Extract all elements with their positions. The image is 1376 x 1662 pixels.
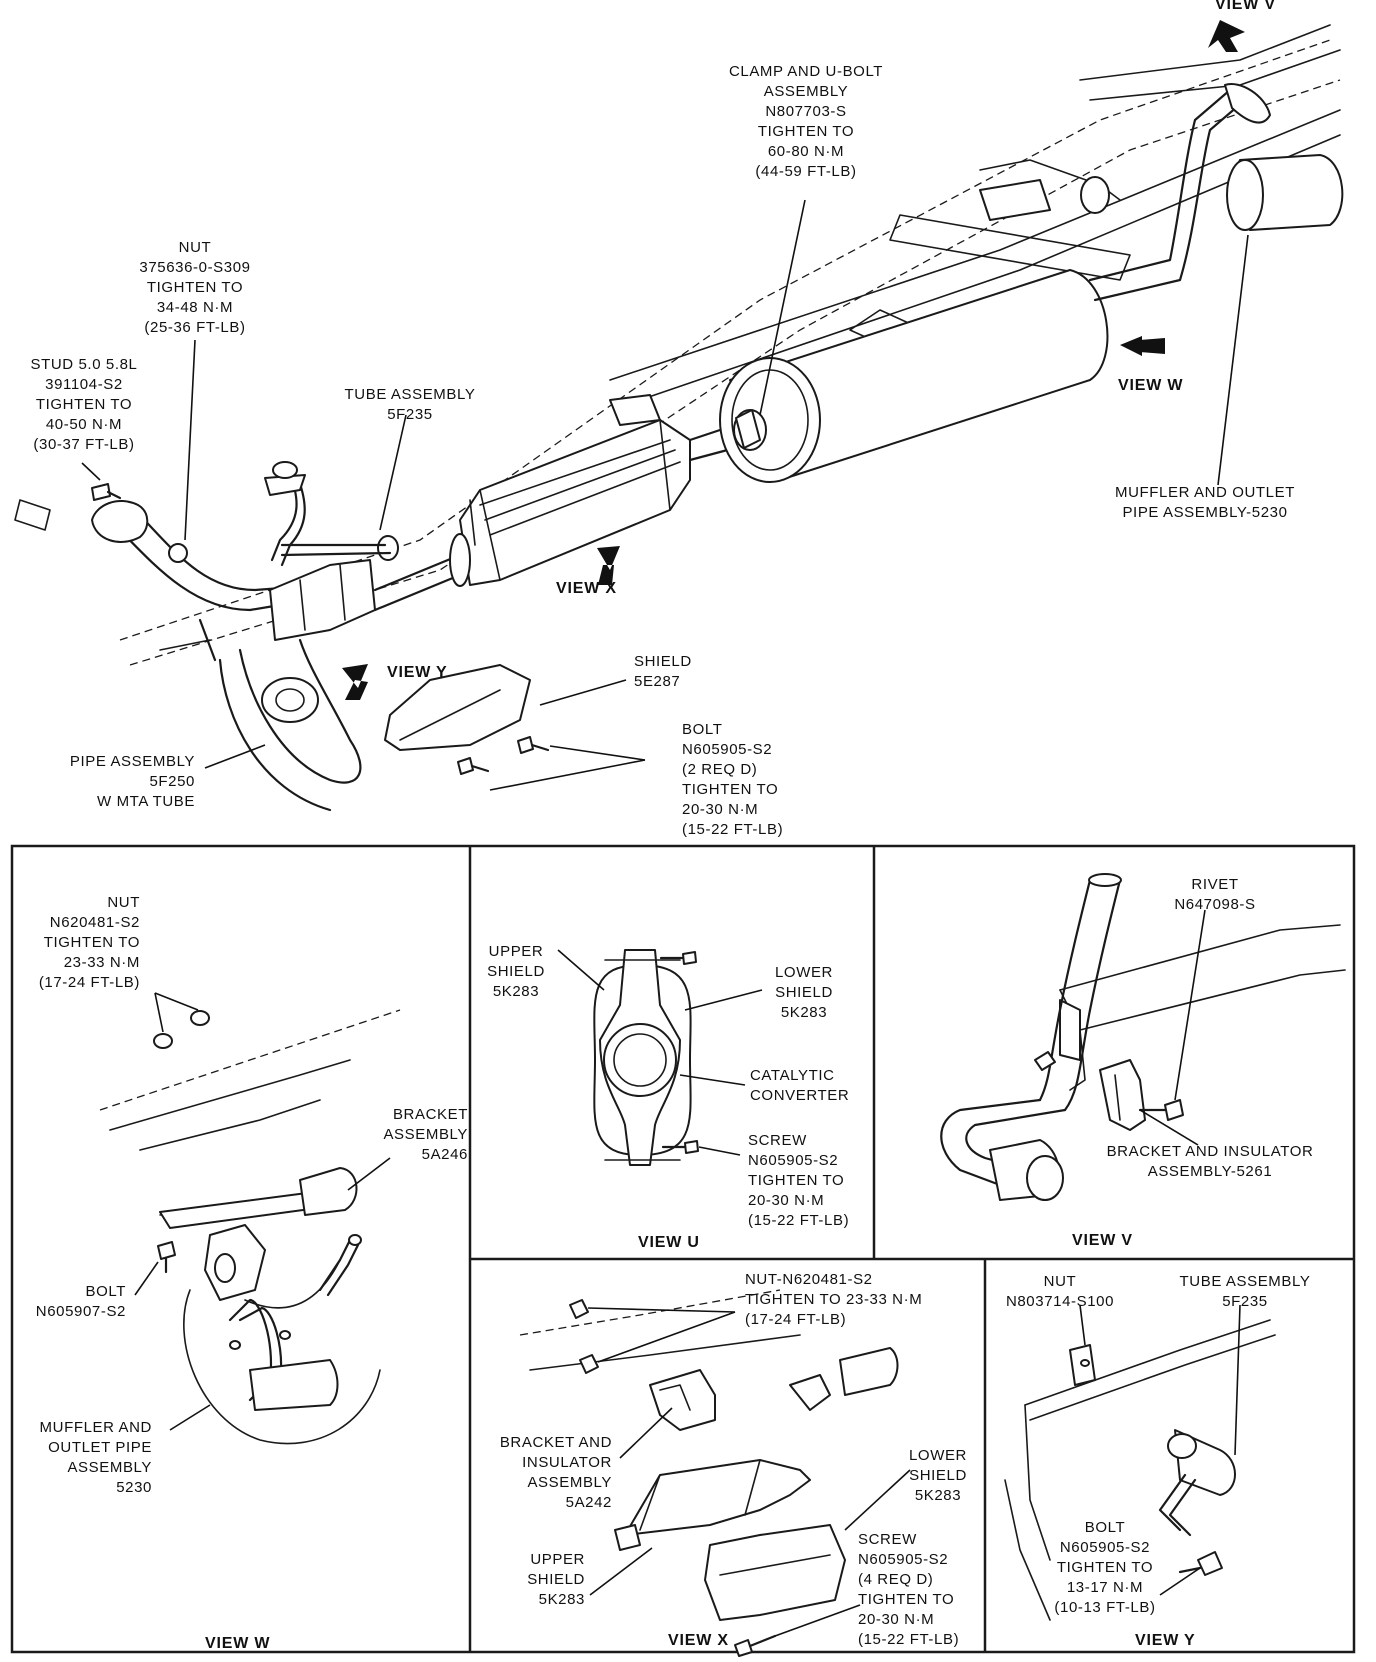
tube-assembly-5f235 <box>264 461 392 567</box>
shield-label: SHIELD 5E287 <box>634 653 692 690</box>
view-w-nut-label: NUT N620481-S2 TIGHTEN TO 23-33 N·m (17-… <box>38 894 140 991</box>
muffler-body <box>719 83 1344 483</box>
view-w-muffler-label: MUFFLER AND OUTLET PIPE ASSEMBLY 5230 <box>39 1419 152 1496</box>
view-v-caption: VIEW V <box>1072 1232 1133 1249</box>
view-y-caption: VIEW Y <box>1135 1632 1196 1649</box>
clamp-ubolt-label: CLAMP AND U-BOLT ASSEMBLY N807703-S TIGH… <box>728 63 884 180</box>
view-w-bracket-label: BRACKET ASSEMBLY 5A246 <box>383 1106 468 1163</box>
view-y-nut-label: NUT N803714-S100 <box>1005 1273 1115 1310</box>
view-w-arrow-icon <box>1120 336 1165 356</box>
front-catalytic-converter <box>269 535 462 641</box>
view-x-screw-label: SCREW N605905-S2 (4 REQ D) TIGHTEN TO 20… <box>858 1531 960 1648</box>
muffler-outlet-label: MUFFLER AND OUTLET PIPE ASSEMBLY-5230 <box>1115 484 1295 521</box>
main-leaders <box>81 199 1249 791</box>
view-v-drawing <box>940 873 1346 1201</box>
main-fasteners <box>14 483 550 775</box>
tube-assembly-label: TUBE ASSEMBLY 5F235 <box>344 386 476 423</box>
stud-label: STUD 5.0 5.8L 391104-S2 TIGHTEN TO 40-50… <box>30 356 138 453</box>
view-y-bolt-label: BOLT N605905-S2 TIGHTEN TO 13-17 N·m (10… <box>1054 1519 1156 1616</box>
view-x-lower-shield-label: LOWER SHIELD 5K283 <box>908 1447 967 1504</box>
view-x-upper-shield-label: UPPER SHIELD 5K283 <box>527 1551 585 1608</box>
view-y-tube-label: TUBE ASSEMBLY 5F235 <box>1179 1273 1311 1310</box>
view-y-arrow-icon <box>342 664 368 700</box>
view-v-arrow-icon <box>1208 20 1245 52</box>
view-w-caption: VIEW W <box>205 1635 271 1652</box>
nut-label: NUT 375636-0-S309 TIGHTEN TO 34-48 N·m (… <box>139 239 251 336</box>
pipe-assembly-label: PIPE ASSEMBLY 5F250 W MTA TUBE <box>69 753 195 810</box>
view-v-tag: VIEW V <box>1215 0 1276 13</box>
view-w-tag: VIEW W <box>1118 377 1184 394</box>
panel-frames <box>10 844 1356 1654</box>
view-y-tag: VIEW Y <box>387 664 448 681</box>
view-v-bracket-label: BRACKET AND INSULATOR ASSEMBLY-5261 <box>1106 1143 1314 1180</box>
heat-shield-5e287 <box>384 664 531 751</box>
view-x-drawing <box>519 1289 911 1657</box>
view-x-bracket-label: BRACKET AND INSULATOR ASSEMBLY 5A242 <box>499 1434 612 1511</box>
view-y-drawing <box>1004 1304 1276 1621</box>
view-x-nut-label: NUT-N620481-S2 TIGHTEN TO 23-33 N·m (17-… <box>745 1271 923 1328</box>
view-arrows <box>342 20 1245 700</box>
view-u-caption: VIEW U <box>638 1234 700 1251</box>
rear-catalytic-converter <box>449 394 737 587</box>
view-v-rivet-label: RIVET N647098-S <box>1174 876 1256 913</box>
view-x-arrow-icon <box>597 546 620 585</box>
view-u-drawing <box>557 949 763 1166</box>
view-x-caption: VIEW X <box>668 1632 729 1649</box>
view-u-screw-label: SCREW N605905-S2 TIGHTEN TO 20-30 N·m (1… <box>748 1132 850 1229</box>
view-u-lower-shield-label: LOWER SHIELD 5K283 <box>774 964 833 1021</box>
view-u-upper-shield-label: UPPER SHIELD 5K283 <box>487 943 545 1000</box>
view-w-bolt-label: BOLT N605907-S2 <box>35 1283 126 1320</box>
view-w-drawing <box>99 992 401 1445</box>
bolt-label: BOLT N605905-S2 (2 REQ D) TIGHTEN TO 20-… <box>682 721 784 838</box>
view-u-catalytic-label: CATALYTIC CONVERTER <box>750 1067 850 1104</box>
view-x-tag: VIEW X <box>556 580 617 597</box>
